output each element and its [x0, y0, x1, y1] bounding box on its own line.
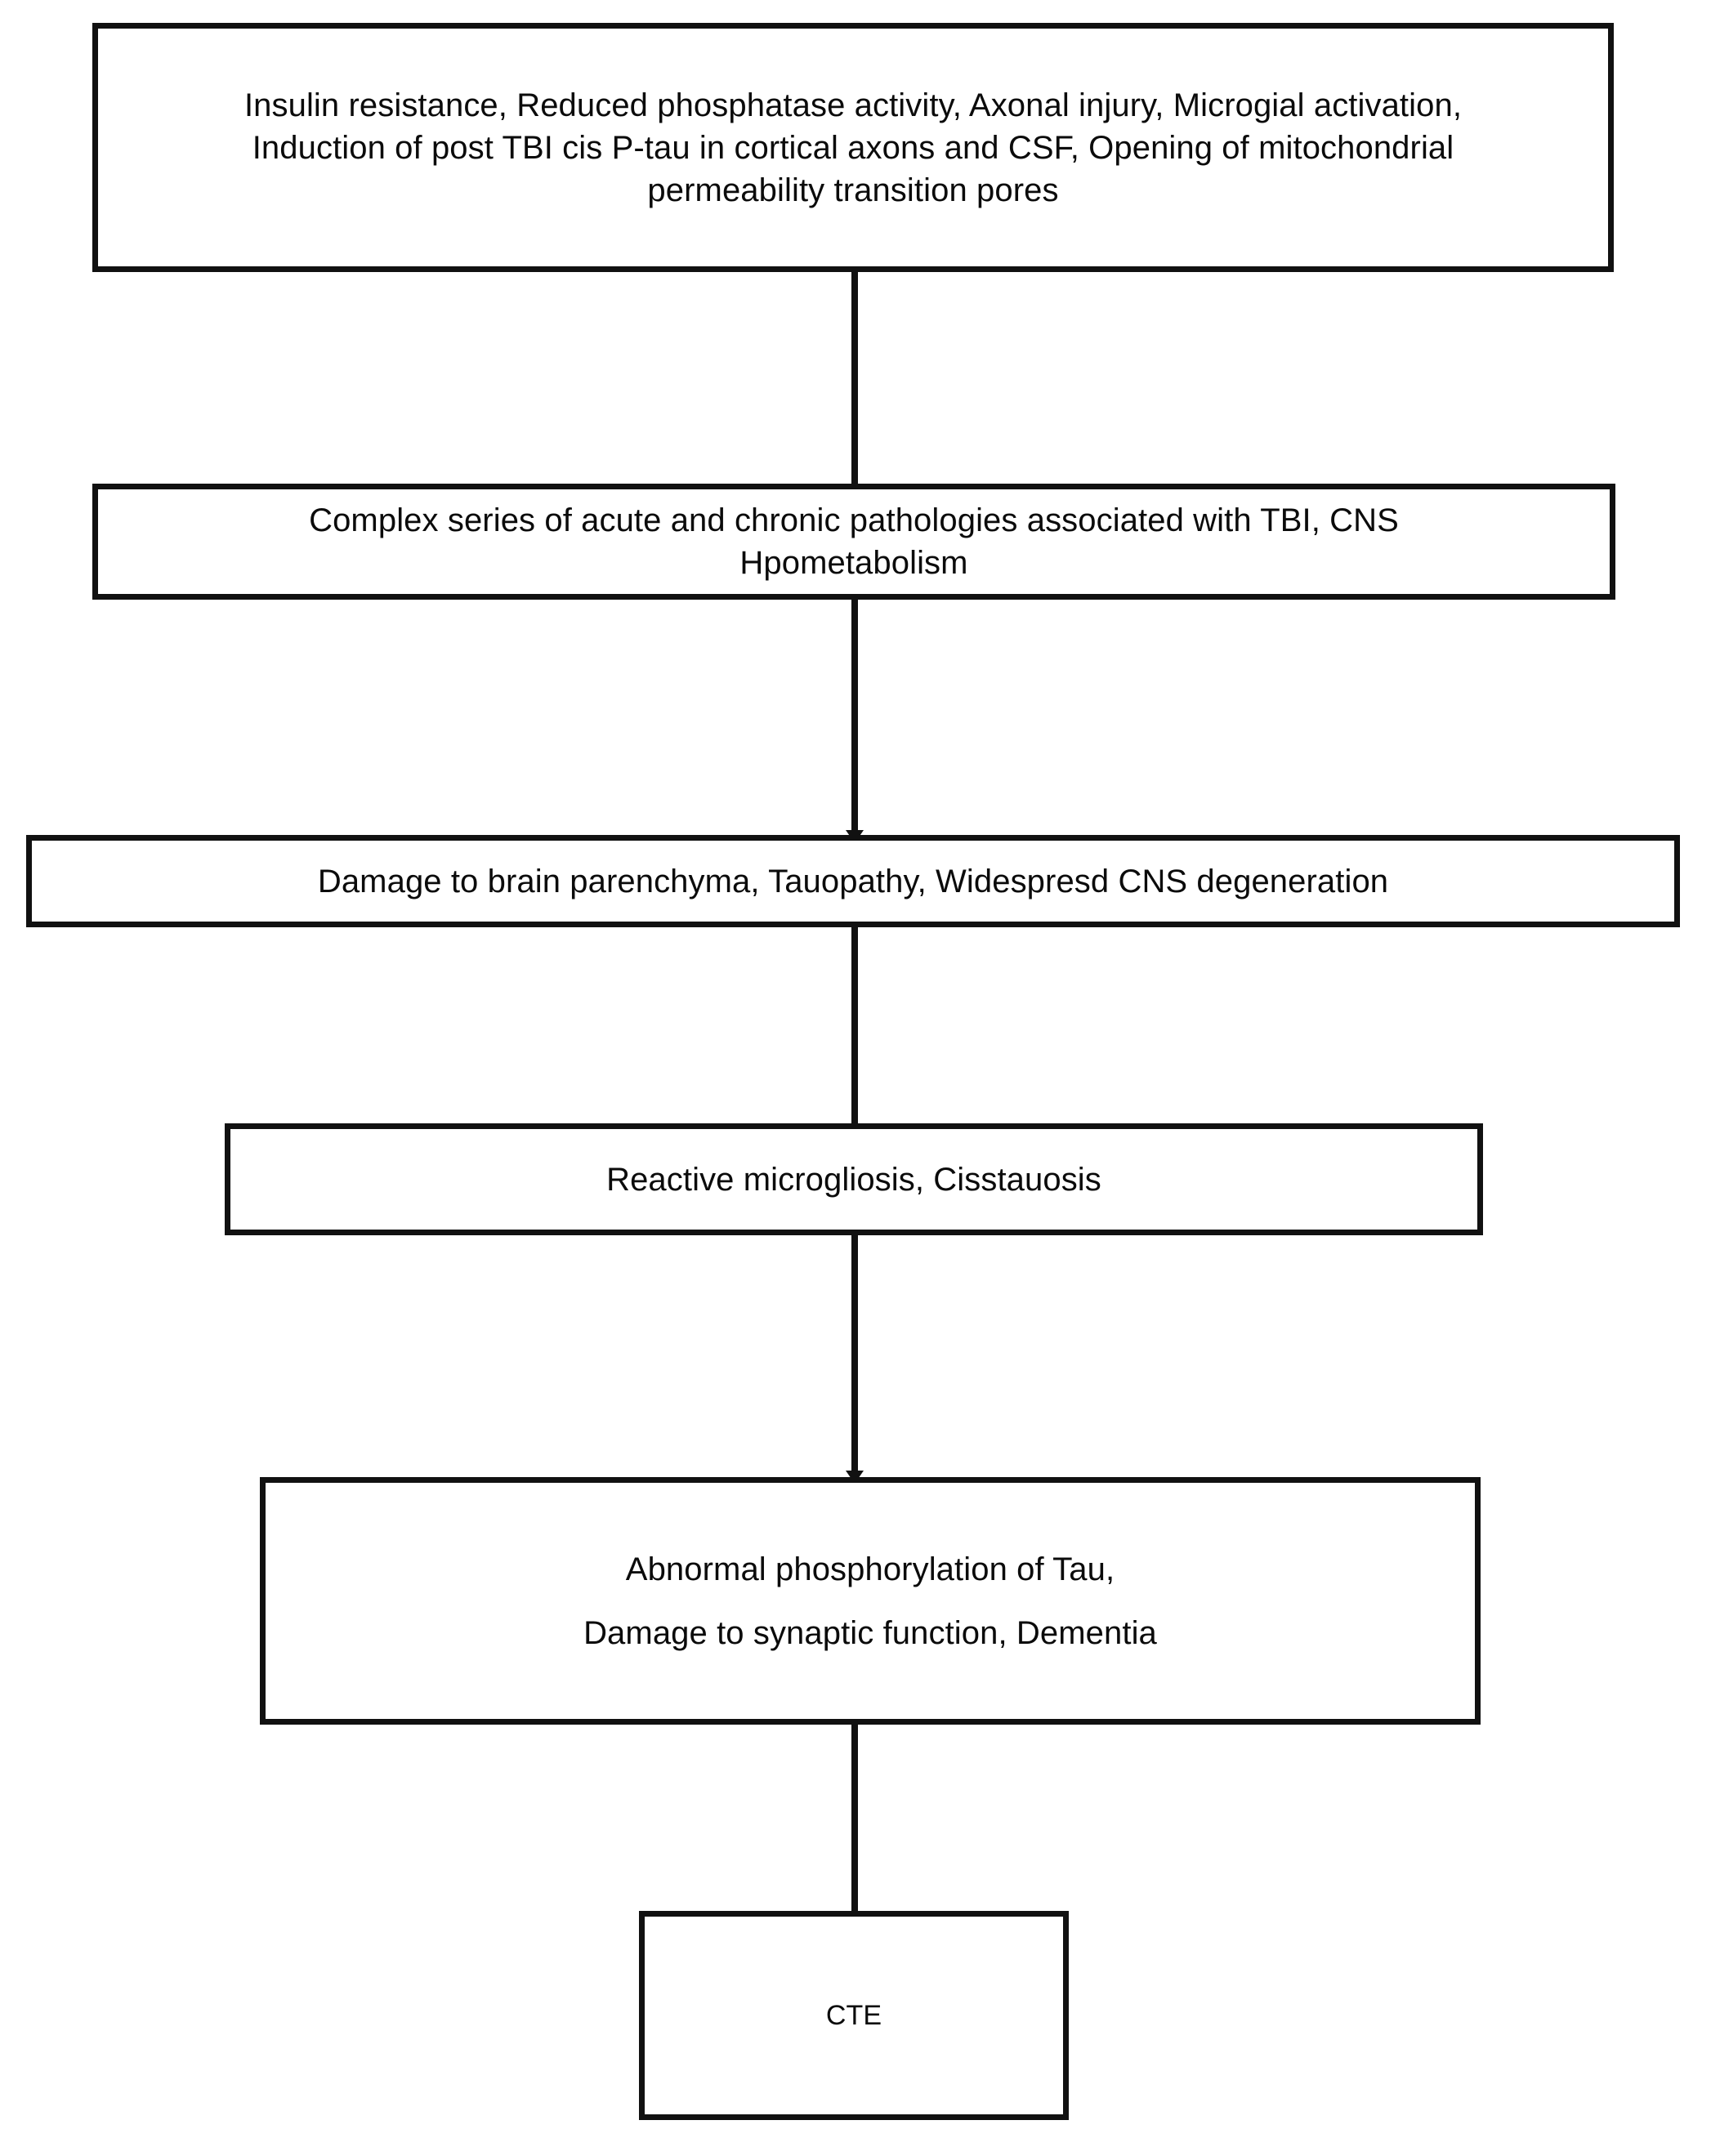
- text-line: Complex series of acute and chronic path…: [309, 502, 1399, 538]
- text-line: CTE: [825, 1999, 882, 2031]
- cte-outcome-text: CTE: [645, 1998, 1063, 2033]
- text-line: Abnormal phosphorylation of Tau,: [625, 1551, 1115, 1587]
- connector-node2-to-node3: [851, 597, 858, 839]
- text-line: Hpometabolism: [739, 545, 968, 581]
- acute-chronic-pathologies-node: Complex series of acute and chronic path…: [92, 484, 1615, 600]
- text-line: permeability transition pores: [647, 172, 1059, 208]
- acute-chronic-pathologies-text: Complex series of acute and chronic path…: [98, 499, 1610, 584]
- microgliosis-node: Reactive microgliosis, Cisstauosis: [225, 1123, 1483, 1235]
- microgliosis-text: Reactive microgliosis, Cisstauosis: [230, 1158, 1477, 1201]
- parenchyma-damage-node: Damage to brain parenchyma, Tauopathy, W…: [26, 835, 1680, 927]
- tau-phosphorylation-node: Abnormal phosphorylation of Tau, Damage …: [260, 1477, 1481, 1725]
- connector-node3-to-node4: [851, 925, 858, 1127]
- text-line: Insulin resistance, Reduced phosphatase …: [243, 87, 1463, 123]
- text-line: Damage to brain parenchyma, Tauopathy, W…: [317, 863, 1389, 899]
- text-line: Induction of post TBI cis P-tau in corti…: [252, 129, 1454, 166]
- connector-node1-to-node2: [851, 270, 858, 489]
- connector-node5-to-node6: [851, 1722, 858, 1915]
- parenchyma-damage-text: Damage to brain parenchyma, Tauopathy, W…: [32, 860, 1674, 903]
- cte-outcome-node: CTE: [639, 1911, 1069, 2120]
- initial-pathology-text: Insulin resistance, Reduced phosphatase …: [98, 84, 1608, 212]
- connector-node4-to-node5: [851, 1233, 858, 1480]
- text-line: Reactive microgliosis, Cisstauosis: [606, 1161, 1101, 1198]
- text-line: Damage to synaptic function, Dementia: [583, 1614, 1157, 1651]
- tau-phosphorylation-text: Abnormal phosphorylation of Tau, Damage …: [266, 1548, 1475, 1654]
- initial-pathology-node: Insulin resistance, Reduced phosphatase …: [92, 23, 1614, 272]
